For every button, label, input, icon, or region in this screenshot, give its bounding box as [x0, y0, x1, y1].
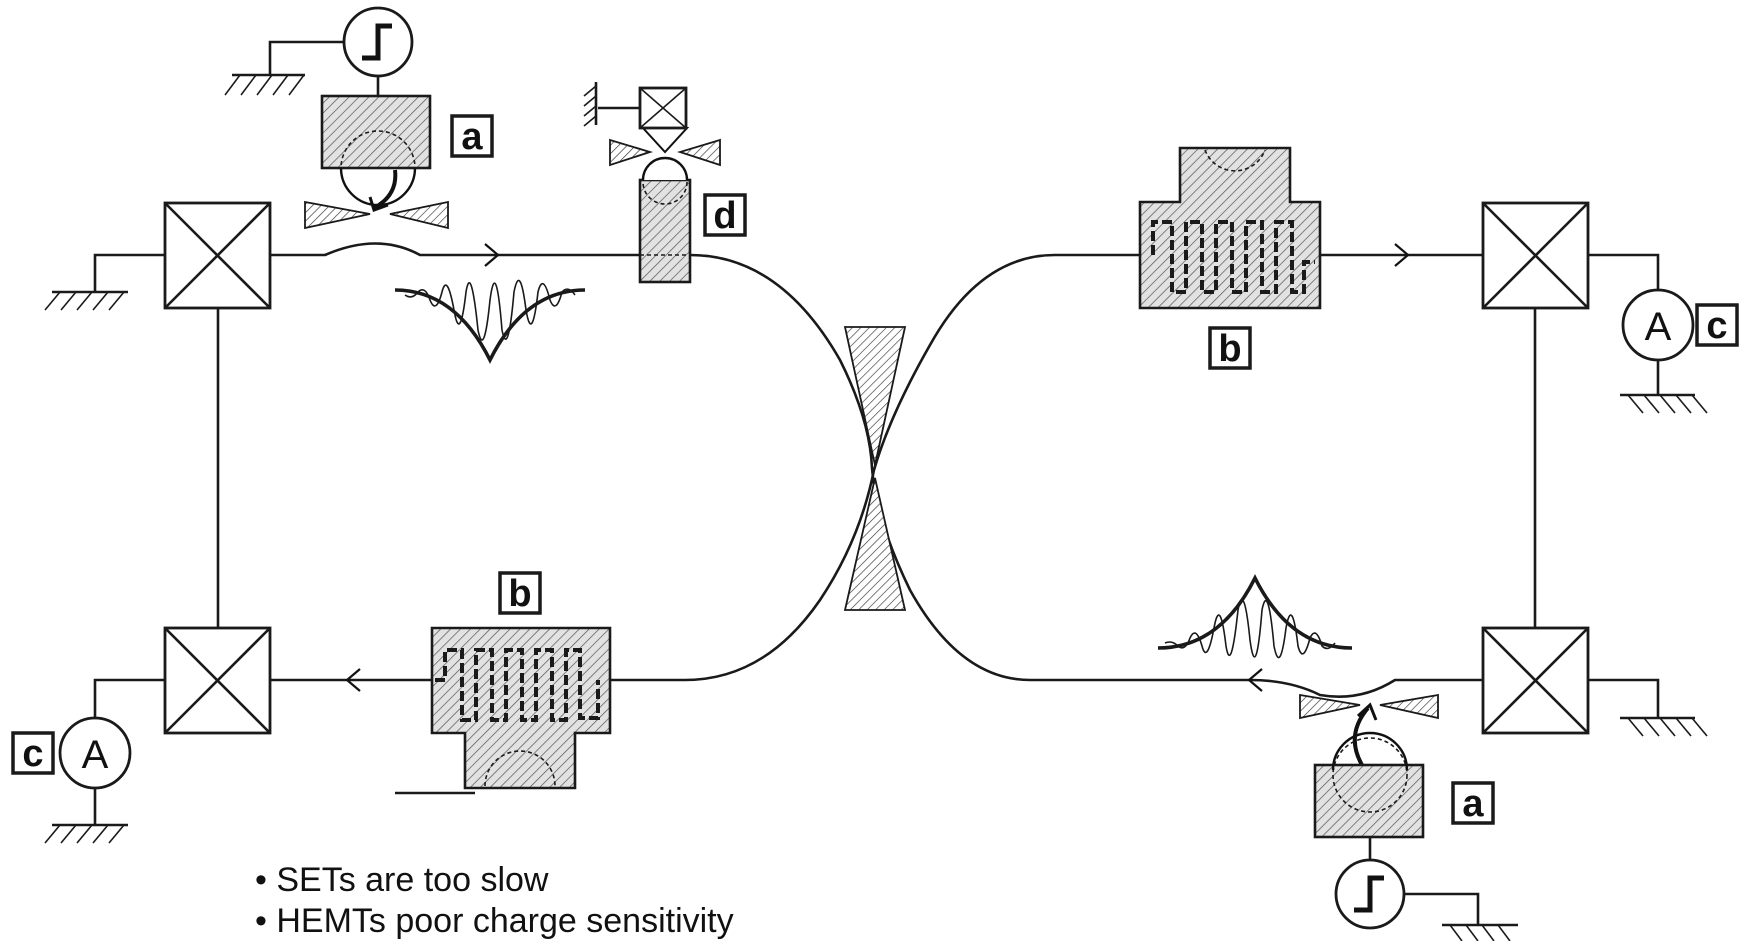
- central-qpc-bottom: [843, 477, 907, 611]
- svg-text:b: b: [1218, 328, 1241, 370]
- delay-line-bottom-left: [395, 626, 612, 795]
- pulse-source-top-left: [268, 6, 414, 96]
- label-b-right: b: [1208, 326, 1252, 370]
- ohmic-contact-top-left: [163, 201, 272, 310]
- central-qpc-top: [843, 326, 907, 466]
- svg-text:d: d: [713, 195, 736, 237]
- direction-arrow-icon: [1394, 243, 1410, 267]
- qpc-gate-left: [304, 200, 371, 230]
- ground-icon: [1442, 923, 1518, 941]
- ground-icon: [1620, 393, 1708, 414]
- step-pulse-icon: [1354, 875, 1384, 913]
- direction-arrow-icon: [484, 243, 500, 267]
- emission-arrow-icon: [372, 169, 398, 210]
- svg-text:a: a: [461, 116, 483, 158]
- bullet-hemts: • HEMTs poor charge sensitivity: [255, 902, 734, 940]
- svg-text:c: c: [1706, 305, 1727, 347]
- label-d: d: [703, 193, 747, 237]
- wavepacket-top-left: [394, 279, 586, 365]
- direction-arrow-icon: [1247, 668, 1263, 692]
- ground-icon: [44, 290, 128, 311]
- pump-gate-top: [320, 94, 432, 170]
- direction-arrow-icon: [345, 668, 361, 692]
- ohmic-contact-bottom-left: [163, 626, 272, 735]
- wavepacket-bottom-right: [1157, 573, 1353, 659]
- ohmic-contact-bottom-right: [1481, 626, 1590, 735]
- edge-channel-cross-a: [689, 253, 1483, 698]
- ground-icon: [1620, 716, 1708, 737]
- detector-top-left: [583, 82, 721, 284]
- qpc-gate-right: [1379, 693, 1439, 720]
- label-b-left: b: [498, 571, 542, 615]
- svg-text:b: b: [508, 573, 531, 615]
- svg-text:a: a: [1462, 783, 1484, 825]
- qpc-gate-left: [1299, 693, 1361, 720]
- ammeter-left: A: [58, 716, 132, 790]
- step-pulse-icon: [362, 23, 392, 61]
- svg-text:c: c: [22, 733, 43, 775]
- label-a-top: a: [450, 114, 494, 158]
- ground-icon: [224, 73, 305, 96]
- qpc-gate-right: [389, 200, 449, 230]
- ground-icon: [44, 823, 128, 844]
- label-c-left: c: [11, 731, 55, 775]
- svg-text:A: A: [82, 733, 109, 777]
- pump-gate-bottom: [1313, 763, 1425, 839]
- svg-text:A: A: [1645, 305, 1672, 349]
- edge-channel-top-left: [270, 242, 640, 257]
- label-c-right: c: [1695, 303, 1739, 347]
- ammeter-right: A: [1621, 288, 1695, 362]
- edge-channel-cross-b: [605, 253, 1140, 682]
- ohmic-contact-top-right: [1481, 201, 1590, 310]
- label-a-bottom: a: [1451, 781, 1495, 825]
- delay-line-top-right: [1138, 146, 1322, 310]
- bullet-sets: • SETs are too slow: [255, 861, 549, 899]
- pulse-source-bottom-right: [1334, 858, 1480, 930]
